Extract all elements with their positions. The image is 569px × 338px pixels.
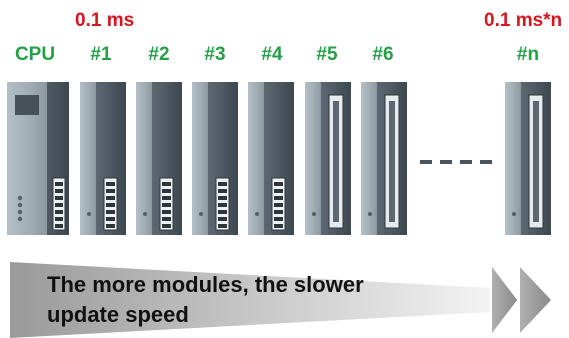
label-cpu: CPU [14, 44, 56, 65]
caption-line-1: The more modules, the slower [47, 272, 364, 297]
module-6 [361, 82, 407, 235]
module-3 [192, 82, 238, 235]
label-module-3: #3 [204, 44, 226, 65]
label-module-n: #n [516, 44, 540, 65]
module-2 [136, 82, 182, 235]
cpu-module [7, 82, 69, 235]
caption-line-2: update speed [47, 302, 189, 327]
chevron-right-icon [520, 267, 551, 333]
label-module-4: #4 [261, 44, 283, 65]
module-4 [248, 82, 294, 235]
ellipsis-dashes [420, 160, 492, 164]
timing-last: 0.1 ms*n [484, 10, 563, 31]
module-1 [80, 82, 126, 235]
module-n [505, 82, 551, 235]
label-module-6: #6 [372, 44, 394, 65]
module-5 [305, 82, 351, 235]
speed-arrow-shape [10, 262, 490, 338]
timing-first: 0.1 ms [75, 10, 135, 31]
caption: The more modules, the slower update spee… [47, 270, 467, 330]
label-module-2: #2 [148, 44, 170, 65]
label-module-1: #1 [90, 44, 112, 65]
label-module-5: #5 [316, 44, 338, 65]
